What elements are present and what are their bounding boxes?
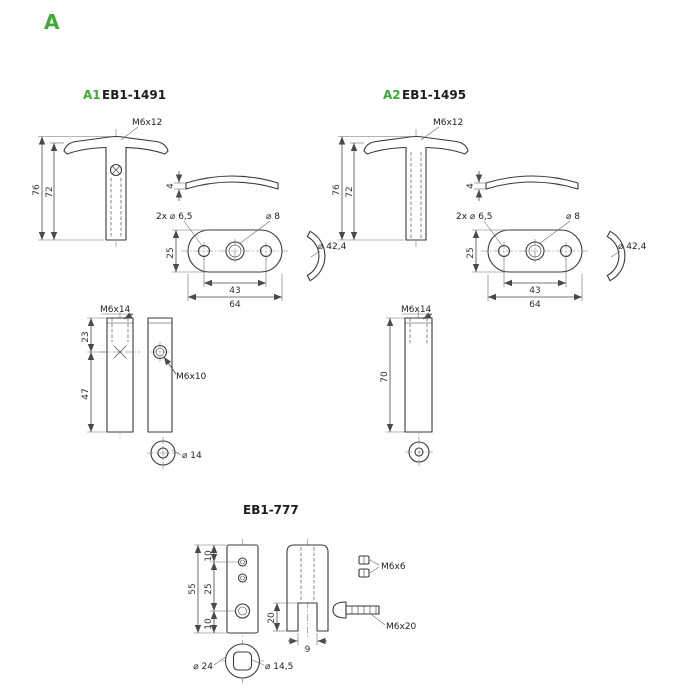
a2-stud-outline bbox=[404, 317, 433, 433]
a2-dim-height-total: 76 bbox=[332, 184, 342, 196]
a1-arc-outline bbox=[306, 230, 326, 282]
a1-stud-bottom-view: ⌀ 14 bbox=[147, 437, 202, 469]
a1-dim-height-stem: 72 bbox=[45, 186, 55, 197]
a2-cap-profile-view: 4 bbox=[466, 171, 579, 201]
a1-stud-dimensions bbox=[87, 312, 177, 433]
a2-arc-outline bbox=[606, 230, 626, 282]
a1-cap-profile-outline bbox=[185, 175, 279, 190]
a1-label-cap-diameter: ⌀ 42,4 bbox=[318, 242, 347, 252]
a1-bottom-hole bbox=[157, 447, 169, 459]
a2-plate-hole-left bbox=[497, 244, 511, 258]
eb777-front-dimensions bbox=[194, 544, 238, 634]
section-letter: A bbox=[44, 10, 60, 34]
eb777-dim-hole-spacing: 25 bbox=[204, 583, 214, 594]
a1-cap-outline bbox=[63, 135, 169, 241]
a1-label-thread-top: M6x12 bbox=[132, 118, 162, 128]
eb777-set-screws: M6x6 bbox=[358, 555, 406, 578]
eb777-bolt-shaft bbox=[345, 605, 380, 615]
a1-plate-hole-right bbox=[259, 244, 273, 258]
eb777-front-hole-3 bbox=[234, 603, 251, 619]
a1-dim-stud-lower: 47 bbox=[81, 388, 91, 399]
a2-drawing: A2 EB1-1495 76 72 M6x12 bbox=[332, 88, 647, 466]
a1-dim-hole-spacing: 43 bbox=[229, 286, 240, 296]
a2-dim-height-stem: 72 bbox=[345, 186, 355, 197]
a1-part-number: EB1-1491 bbox=[102, 88, 166, 102]
a2-plate-hole-right bbox=[559, 244, 573, 258]
a1-dim-hole-offset: 23 bbox=[81, 331, 91, 342]
eb777-bottom-square-hole bbox=[232, 651, 253, 671]
eb777-label-outer-diameter: ⌀ 24 bbox=[193, 662, 213, 672]
eb777-label-set-screw: M6x6 bbox=[381, 562, 406, 572]
a1-dim-plate-length: 64 bbox=[229, 300, 241, 310]
a2-dim-plate-width: 25 bbox=[466, 247, 476, 258]
a2-plate-hole-center bbox=[525, 241, 545, 261]
a1-stud-front-outline bbox=[106, 317, 134, 433]
a1-stud-views: M6x14 23 47 M6x10 bbox=[81, 305, 207, 438]
a2-plate-view: 2x ⌀ 6,5 ⌀ 8 25 43 64 bbox=[456, 212, 589, 310]
a1-plate-hole-center bbox=[225, 241, 245, 261]
a2-label-cap-diameter: ⌀ 42,4 bbox=[618, 242, 647, 252]
eb777-bolt-head bbox=[332, 601, 347, 619]
eb777-side-view: 20 9 bbox=[267, 539, 329, 655]
a1-set-screw bbox=[109, 163, 123, 177]
a1-cap-dimensions bbox=[38, 126, 139, 241]
eb777-part-number: EB1-777 bbox=[243, 503, 299, 517]
eb777-side-dimensions bbox=[273, 602, 327, 645]
eb777-dim-hole-top-offset: 10 bbox=[204, 550, 214, 562]
a2-id-label: A2 bbox=[383, 88, 401, 102]
eb777-drawing: EB1-777 55 10 25 10 bbox=[188, 503, 417, 683]
a2-cap-profile-dimensions bbox=[474, 171, 486, 201]
eb777-label-bolt: M6x20 bbox=[386, 622, 417, 632]
eb777-bottom-view: ⌀ 24 ⌀ 14,5 bbox=[193, 640, 293, 683]
a1-arc-view: ⌀ 42,4 bbox=[306, 230, 347, 282]
eb777-bottom-outline bbox=[224, 643, 261, 679]
a1-plate-hole-left bbox=[197, 244, 211, 258]
a2-dim-stud-length: 70 bbox=[380, 371, 390, 383]
eb777-label-inner-diameter: ⌀ 14,5 bbox=[265, 662, 293, 672]
eb777-side-outline bbox=[286, 544, 329, 632]
a1-plate-dimensions bbox=[172, 220, 283, 301]
a2-cap-profile-outline bbox=[485, 175, 579, 190]
a1-dim-height-total: 76 bbox=[32, 184, 42, 196]
a2-stud-view: M6x14 70 bbox=[380, 305, 433, 438]
a2-cap-outline bbox=[363, 135, 469, 241]
a2-label-thread-top: M6x12 bbox=[433, 118, 463, 128]
a1-label-stud-diameter: ⌀ 14 bbox=[182, 451, 202, 461]
a1-label-thread-side: M6x10 bbox=[176, 372, 207, 382]
eb777-dim-body-height: 55 bbox=[188, 583, 198, 594]
a1-cap-profile-dimensions bbox=[174, 171, 186, 201]
a2-plate-dimensions bbox=[472, 220, 583, 301]
a2-dim-cap-thickness: 4 bbox=[466, 183, 476, 189]
eb777-front-hole-2 bbox=[237, 573, 248, 583]
eb777-dim-slot-width: 9 bbox=[305, 645, 311, 655]
eb777-bolt: M6x20 bbox=[332, 601, 417, 632]
a1-cap-front-view: 76 72 M6x12 bbox=[32, 118, 169, 247]
a1-stud-side-outline bbox=[147, 317, 173, 433]
a2-label-hole-center: ⌀ 8 bbox=[566, 212, 580, 222]
a1-cap-profile-view: 4 bbox=[166, 171, 279, 201]
a2-label-thread-stud: M6x14 bbox=[401, 305, 432, 315]
a2-cap-front-view: 76 72 M6x12 bbox=[332, 118, 469, 247]
a2-dim-plate-length: 64 bbox=[529, 300, 541, 310]
a2-dim-hole-spacing: 43 bbox=[529, 286, 540, 296]
a1-dim-plate-width: 25 bbox=[166, 247, 176, 258]
eb777-dim-slot-depth: 20 bbox=[267, 612, 277, 624]
a1-label-hole-center: ⌀ 8 bbox=[266, 212, 280, 222]
a2-cap-dimensions bbox=[338, 126, 440, 241]
a1-label-holes-outer: 2x ⌀ 6,5 bbox=[156, 212, 193, 222]
a1-plate-view: 2x ⌀ 6,5 ⌀ 8 25 43 64 bbox=[156, 212, 289, 310]
a1-id-label: A1 bbox=[83, 88, 101, 102]
a1-label-thread-stud: M6x14 bbox=[100, 305, 131, 315]
eb777-front-view: 55 10 25 10 bbox=[188, 539, 259, 639]
eb777-dim-hole-bottom-offset: 10 bbox=[204, 618, 214, 630]
a2-stud-bottom-view bbox=[405, 438, 433, 466]
a2-arc-view: ⌀ 42,4 bbox=[606, 230, 647, 282]
a1-drawing: A1 EB1-1491 76 72 M6x12 bbox=[32, 88, 347, 469]
eb777-front-hole-1 bbox=[237, 557, 248, 567]
a2-label-holes-outer: 2x ⌀ 6,5 bbox=[456, 212, 493, 222]
a1-dim-cap-thickness: 4 bbox=[166, 183, 176, 189]
a2-part-number: EB1-1495 bbox=[402, 88, 466, 102]
a2-stud-dimensions bbox=[386, 312, 433, 433]
